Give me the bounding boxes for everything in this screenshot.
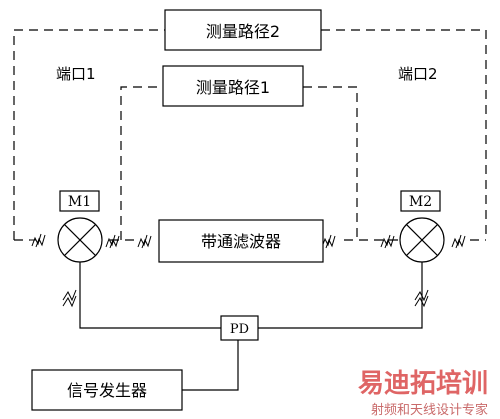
signal-generator-label: 信号发生器	[67, 381, 147, 400]
path1-dashed-line	[120, 86, 163, 240]
path2-dashed-line	[13, 29, 165, 240]
port1-label: 端口1	[56, 65, 96, 83]
path1-dashed-line-right	[303, 86, 358, 240]
path2-dashed-line-right	[321, 29, 487, 240]
port2-label: 端口2	[398, 65, 438, 83]
zigzag-connector-6	[451, 234, 466, 249]
m1-to-pd-line	[79, 262, 221, 329]
watermark-subtitle: 射频和天线设计专家	[371, 402, 488, 418]
bandpass-filter-label: 带通滤波器	[201, 232, 281, 251]
pd-label: PD	[230, 322, 249, 337]
m2-box	[400, 190, 441, 212]
zigzag-connector-4	[321, 234, 336, 249]
generator-to-pd-line	[182, 340, 239, 391]
m1-box	[59, 190, 100, 212]
zigzag-connector-1	[30, 233, 46, 248]
watermark-title: 易迪拓培训	[358, 369, 488, 399]
signal-generator-box	[31, 369, 183, 411]
zigzag-connector-3	[137, 234, 152, 249]
pd-box	[220, 315, 259, 341]
path1-box	[162, 65, 304, 107]
zigzag-connector-2	[105, 234, 120, 249]
mixer-m2-icon	[399, 217, 445, 263]
path1-label: 测量路径1	[196, 78, 270, 97]
m2-label: M2	[409, 194, 432, 210]
path2-box	[164, 9, 322, 51]
m1-label: M1	[68, 194, 91, 210]
path2-label: 测量路径2	[206, 22, 280, 41]
m2-to-pd-line	[258, 262, 423, 329]
zigzag-connector-7	[62, 289, 77, 308]
watermark-logo: 易迪拓培训 射频和天线设计专家	[358, 369, 488, 418]
bandpass-filter-box	[158, 219, 324, 263]
zigzag-connector-5	[380, 234, 395, 249]
mixer-m1-icon	[57, 217, 103, 263]
